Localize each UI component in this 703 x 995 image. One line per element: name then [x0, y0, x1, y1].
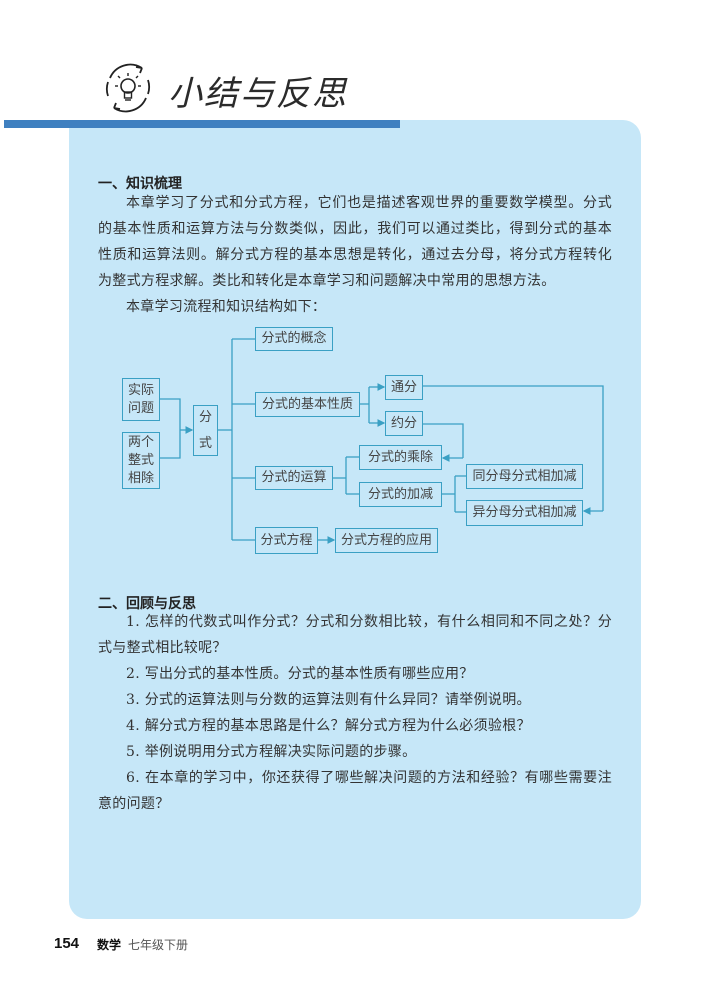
node-real-problem: 实际 问题: [122, 378, 160, 421]
structure-intro: 本章学习流程和知识结构如下：: [126, 299, 327, 315]
intro-paragraph: 本章学习了分式和分式方程，它们也是描述客观世界的重要数学模型。分式的基本性质和运…: [98, 195, 612, 289]
node-text: 两个: [127, 434, 154, 450]
node-reduction: 约分: [385, 411, 423, 436]
node-polynomial-division: 两个 整式 相除: [122, 432, 160, 489]
node-same-denominator: 同分母分式相加减: [466, 464, 583, 489]
question-3: 3. 分式的运算法则与分数的运算法则有什么异同？请举例说明。: [126, 692, 531, 708]
node-fraction-root: 分 式: [193, 405, 218, 456]
node-text: 问题: [127, 400, 154, 416]
node-text: 实际: [127, 382, 154, 398]
question-6: 6. 在本章的学习中，你还获得了哪些解决问题的方法和经验？有哪些需要注意的问题？: [98, 770, 612, 812]
node-text: 相除: [127, 470, 154, 486]
page-title: 小结与反思: [168, 74, 348, 114]
node-operations: 分式的运算: [255, 466, 333, 490]
node-concept: 分式的概念: [255, 327, 333, 351]
node-text: 式: [198, 435, 212, 451]
node-basic-property: 分式的基本性质: [255, 392, 360, 417]
node-different-denominator: 异分母分式相加减: [466, 500, 583, 526]
node-text: 分: [198, 409, 212, 425]
footer-subject: 数学: [97, 938, 122, 952]
node-equation-application: 分式方程的应用: [335, 528, 438, 553]
section-heading-knowledge: 一、知识梳理: [98, 176, 182, 192]
page-number: 154: [54, 935, 80, 952]
node-add-subtract: 分式的加减: [359, 482, 442, 507]
question-1: 1. 怎样的代数式叫作分式？分式和分数相比较，有什么相同和不同之处？分式与整式相…: [98, 614, 612, 656]
question-2: 2. 写出分式的基本性质。分式的基本性质有哪些应用？: [126, 666, 474, 682]
question-5: 5. 举例说明用分式方程解决实际问题的步骤。: [126, 744, 417, 760]
footer-book-title: 七年级下册: [128, 938, 189, 952]
node-multiply-divide: 分式的乘除: [359, 445, 442, 470]
section-heading-review: 二、回顾与反思: [98, 596, 196, 612]
title-underline-bar: [4, 120, 400, 128]
question-4: 4. 解分式方程的基本思路是什么？解分式方程为什么必须验根？: [126, 718, 531, 734]
node-text: 整式: [127, 452, 154, 468]
node-common-denominator: 通分: [385, 375, 423, 400]
node-equation: 分式方程: [255, 527, 318, 554]
lightbulb-cycle-icon: [100, 60, 156, 116]
